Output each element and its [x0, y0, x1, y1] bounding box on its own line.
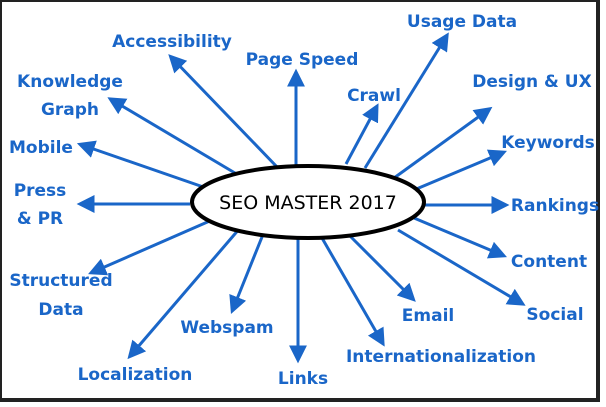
center-label: SEO MASTER 2017 — [219, 192, 397, 214]
label-accessibility: Accessibility — [112, 32, 232, 52]
label-usage-data: Usage Data — [407, 12, 517, 32]
label-localization: Localization — [78, 365, 193, 385]
arrow-knowledge-graph — [107, 97, 241, 178]
label-mobile-line-1: Mobile — [9, 138, 73, 158]
label-press-pr-line-2: & PR — [17, 209, 63, 229]
label-webspam-line-1: Webspam — [180, 318, 273, 338]
label-links: Links — [278, 369, 328, 389]
label-email-line-1: Email — [402, 306, 454, 326]
arrow-social — [397, 228, 526, 306]
arrow-structured-data — [88, 218, 213, 276]
arrow-accessibility — [168, 54, 280, 170]
label-press-pr-line-1: Press — [14, 181, 67, 201]
arrow-email — [348, 234, 416, 302]
label-design-ux-line-1: Design & UX — [472, 72, 591, 92]
arrow-internationalization — [320, 237, 385, 347]
label-page-speed: Page Speed — [246, 50, 359, 70]
label-internationalization-line-1: Internationalization — [346, 347, 536, 367]
arrow-webspam — [229, 231, 266, 315]
arrow-localization — [127, 227, 242, 360]
label-rankings-line-1: Rankings — [511, 196, 599, 216]
label-social: Social — [526, 305, 583, 325]
label-crawl: Crawl — [347, 86, 401, 106]
label-design-ux: Design & UX — [472, 72, 591, 92]
label-localization-line-1: Localization — [78, 365, 193, 385]
label-links-line-1: Links — [278, 369, 328, 389]
label-press-pr: Press & PR — [14, 181, 67, 229]
label-content: Content — [511, 252, 587, 272]
label-structured-data-line-1: Structured — [9, 271, 112, 291]
arrow-crawl — [344, 103, 379, 165]
label-knowledge-graph-line-2: Graph — [41, 100, 99, 120]
label-accessibility-line-1: Accessibility — [112, 32, 232, 52]
label-usage-data-line-1: Usage Data — [407, 12, 517, 32]
label-social-line-1: Social — [526, 305, 583, 325]
arrow-design-ux — [393, 106, 493, 180]
label-keywords-line-1: Keywords — [501, 133, 595, 153]
label-content-line-1: Content — [511, 252, 587, 272]
label-crawl-line-1: Crawl — [347, 86, 401, 106]
label-structured-data-line-2: Data — [38, 300, 83, 320]
label-email: Email — [402, 306, 454, 326]
label-internationalization: Internationalization — [346, 347, 536, 367]
label-knowledge-graph-line-1: Knowledge — [17, 72, 123, 92]
arrow-mobile — [76, 140, 213, 192]
center-ellipse — [190, 164, 426, 240]
label-keywords: Keywords — [501, 133, 595, 153]
label-webspam: Webspam — [180, 318, 273, 338]
arrow-keywords — [413, 149, 507, 192]
label-rankings: Rankings — [511, 196, 599, 216]
arrow-usage-data — [363, 32, 449, 169]
label-mobile: Mobile — [9, 138, 73, 158]
arrow-content — [413, 216, 507, 259]
label-page-speed-line-1: Page Speed — [246, 50, 359, 70]
